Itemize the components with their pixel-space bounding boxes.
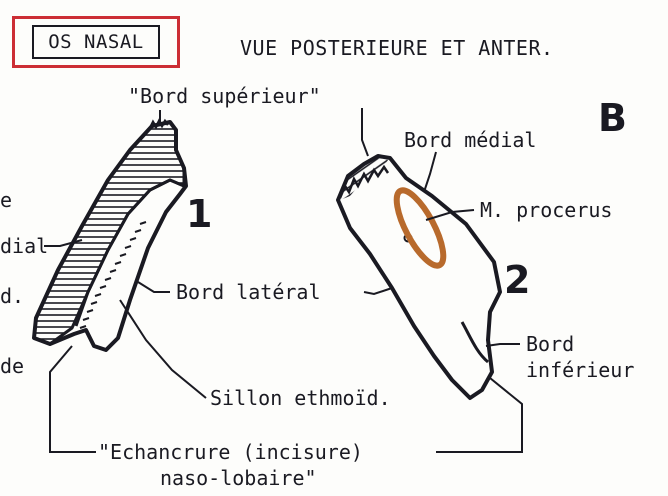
- label-cut-dial: dial: [0, 234, 48, 258]
- leader-bord-lateral-left: [138, 282, 170, 292]
- label-bord-superieur: "Bord supérieur": [128, 84, 321, 108]
- leader-sillon-ethmoid: [120, 300, 206, 398]
- figure-number-1: 1: [186, 192, 212, 236]
- right-bone-outline: [338, 156, 500, 398]
- label-sillon-ethmoid: Sillon ethmoïd.: [210, 386, 391, 410]
- label-bord-lateral: Bord latéral: [176, 280, 321, 304]
- leader-bord-inferieur: [486, 344, 520, 346]
- label-echancrure-line1: "Echancrure (incisure): [98, 440, 363, 464]
- leader-bord-lateral: [364, 288, 392, 294]
- leader-bord-superieur: [362, 108, 368, 156]
- label-m-procerus: M. procerus: [480, 198, 612, 222]
- leader-bord-medial: [424, 152, 436, 192]
- label-cut-e: e: [0, 188, 12, 212]
- label-echancrure-line2: naso-lobaire": [160, 466, 317, 490]
- label-cut-de: de: [0, 354, 24, 378]
- figure-number-2: 2: [504, 258, 530, 302]
- label-cut-d: d.: [0, 284, 24, 308]
- label-bord-medial: Bord médial: [404, 128, 536, 152]
- label-bord-inferieur-line1: Bord: [526, 332, 574, 356]
- label-bord-inferieur-line2: inférieur: [526, 358, 634, 382]
